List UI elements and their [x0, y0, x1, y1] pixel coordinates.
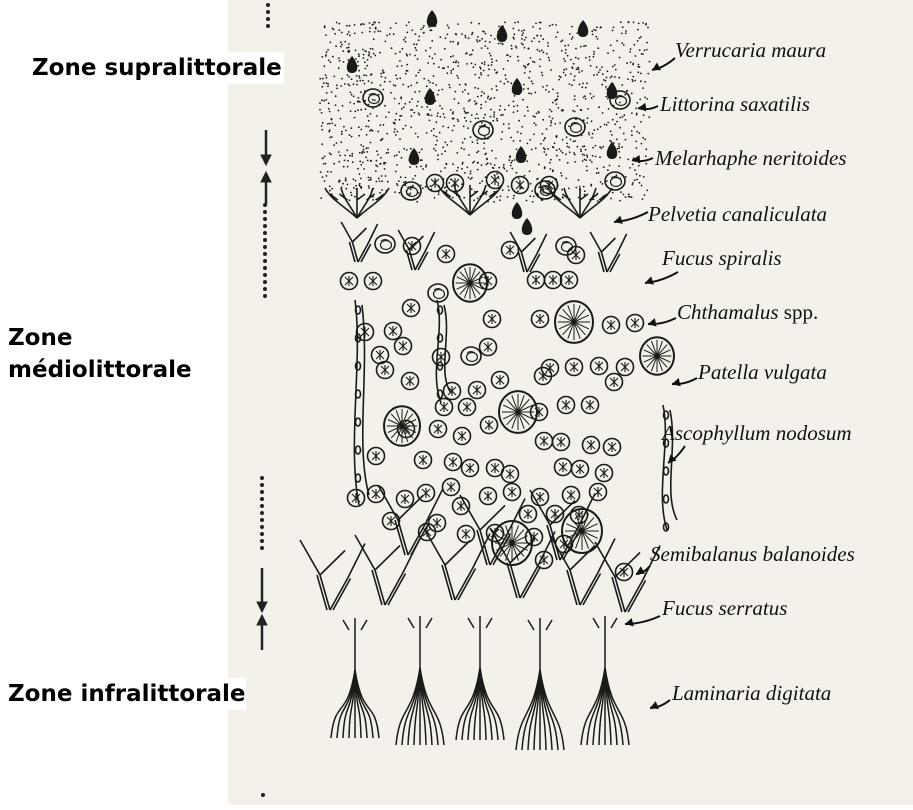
species-label: Laminaria digitata — [672, 681, 831, 706]
scale-dot — [261, 533, 264, 536]
patella-limpet-icon — [384, 406, 420, 446]
scale-dot — [264, 274, 267, 277]
species-label: Littorina saxatilis — [660, 92, 810, 117]
species-label: Semibalanus balanoides — [650, 542, 855, 567]
species-label: Fucus serratus — [662, 596, 787, 621]
scale-dot — [267, 4, 270, 7]
patella-limpet-icon — [499, 391, 537, 433]
species-label: Patella vulgata — [698, 360, 827, 385]
zone-mediolittoral-label: Zone médiolittorale — [8, 322, 192, 386]
scale-dot — [262, 794, 265, 797]
scale-dot — [261, 491, 264, 494]
scale-dot — [261, 484, 264, 487]
scale-dot — [267, 18, 270, 21]
scale-dot — [264, 295, 267, 298]
scale-dot — [261, 505, 264, 508]
species-label: Pelvetia canaliculata — [648, 202, 827, 227]
species-label: Fucus spiralis — [662, 246, 782, 271]
scale-dot — [264, 281, 267, 284]
patella-limpet-icon — [453, 264, 487, 301]
scale-dot — [264, 218, 267, 221]
scale-dot — [264, 211, 267, 214]
scale-dot — [264, 225, 267, 228]
zone-infralittoral-label: Zone infralittorale — [8, 678, 246, 710]
scale-dot — [261, 547, 264, 550]
scale-dot — [261, 498, 264, 501]
scale-dot — [267, 11, 270, 14]
scale-dot — [261, 519, 264, 522]
scale-dot — [261, 540, 264, 543]
scale-dot — [264, 267, 267, 270]
scale-dot — [264, 246, 267, 249]
scale-dot — [261, 512, 264, 515]
scale-dot — [264, 260, 267, 263]
scale-dot — [264, 288, 267, 291]
scale-dot — [261, 477, 264, 480]
species-label: Melarhaphe neritoides — [655, 146, 847, 171]
zone-supralittoral-label: Zone supralittorale — [30, 52, 284, 84]
species-label: Chthamalus spp. — [677, 300, 818, 325]
patella-limpet-icon — [555, 301, 593, 343]
scale-dot — [264, 239, 267, 242]
zone-mediolittoral-line1: Zone — [8, 322, 192, 354]
scale-dot — [264, 253, 267, 256]
scale-dot — [261, 526, 264, 529]
zone-mediolittoral-line2: médiolittorale — [8, 354, 192, 386]
scale-dot — [267, 25, 270, 28]
species-label: Ascophyllum nodosum — [662, 421, 852, 446]
species-label: Verrucaria maura — [675, 38, 826, 63]
scale-dot — [264, 232, 267, 235]
patella-limpet-icon — [640, 337, 674, 374]
